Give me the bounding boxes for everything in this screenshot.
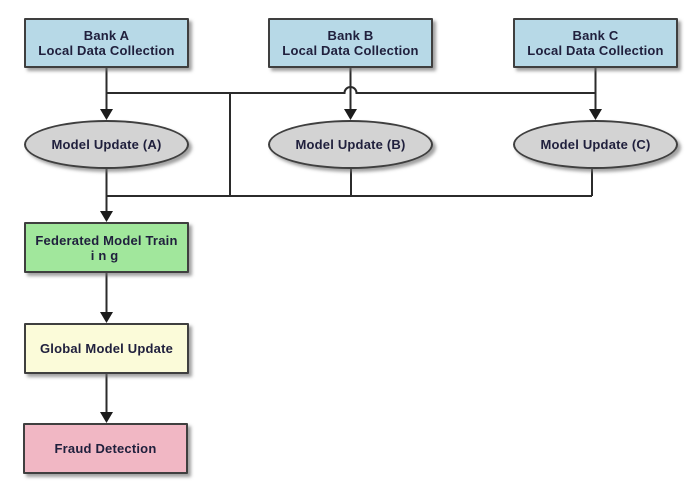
- node-label: Local Data Collection: [282, 43, 419, 58]
- node-label: Bank A: [83, 28, 130, 43]
- node-model-update-c: Model Update (C): [513, 120, 678, 169]
- arrowhead-icon: [100, 109, 113, 120]
- node-label: Local Data Collection: [38, 43, 175, 58]
- connector-top-bus: [106, 86, 596, 94]
- node-bank-c: Bank C Local Data Collection: [513, 18, 678, 68]
- node-bank-a: Bank A Local Data Collection: [24, 18, 189, 68]
- node-label: ing: [90, 247, 123, 263]
- node-label: Bank C: [572, 28, 619, 43]
- arrowhead-icon: [100, 412, 113, 423]
- node-label: Bank B: [327, 28, 374, 43]
- node-label: Model Update (A): [51, 137, 162, 152]
- arrowhead-icon: [344, 109, 357, 120]
- arrowhead-icon: [589, 109, 602, 120]
- arrowhead-icon: [100, 211, 113, 222]
- node-label: Local Data Collection: [527, 43, 664, 58]
- node-fraud-detection: Fraud Detection: [23, 423, 188, 474]
- node-model-update-b: Model Update (B): [268, 120, 433, 169]
- node-bank-b: Bank B Local Data Collection: [268, 18, 433, 68]
- node-model-update-a: Model Update (A): [24, 120, 189, 169]
- node-label: Model Update (C): [540, 137, 651, 152]
- node-label: Model Update (B): [295, 137, 406, 152]
- node-federated-model-training: Federated Model Train ing: [24, 222, 189, 273]
- node-label: Global Model Update: [39, 341, 174, 356]
- node-global-model-update: Global Model Update: [24, 323, 189, 374]
- node-label: Fraud Detection: [54, 441, 157, 456]
- arrowhead-icon: [100, 312, 113, 323]
- node-label: Federated Model Train: [35, 232, 178, 248]
